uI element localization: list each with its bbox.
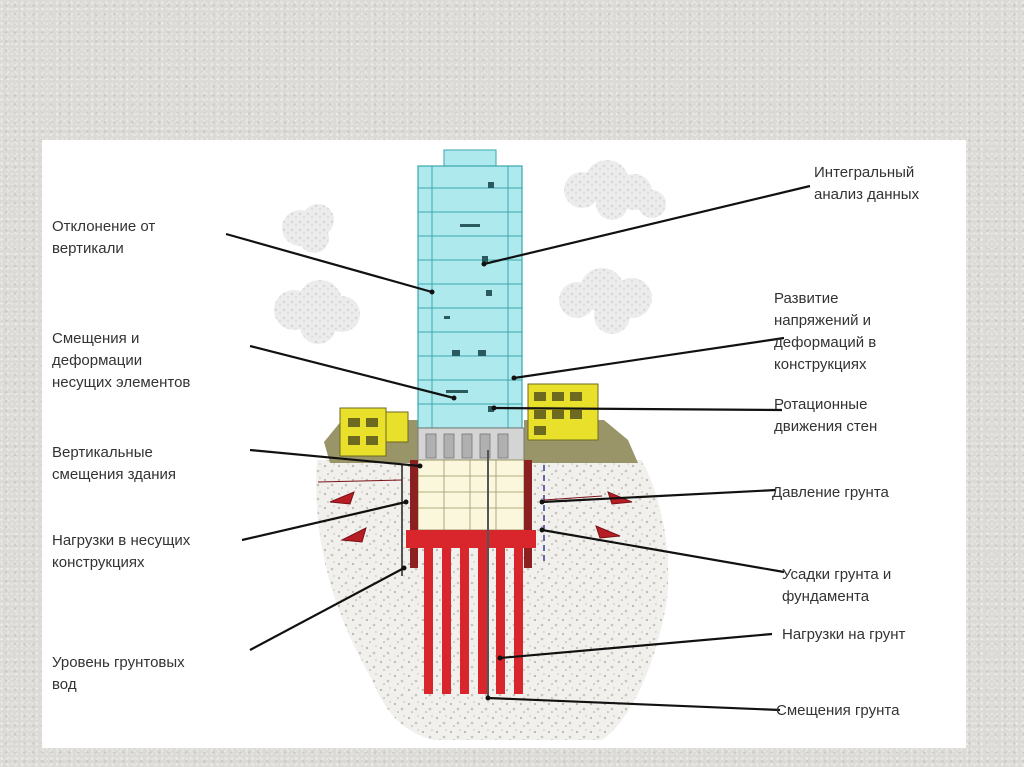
slide: Отклонение от вертикали Смещения и дефор… xyxy=(42,140,966,748)
foundation-slab xyxy=(406,530,536,548)
label-settlements: Усадки грунта и фундамента xyxy=(782,564,891,608)
tree-left-top-icon xyxy=(282,204,334,253)
retaining-wall-left xyxy=(410,460,418,568)
tree-right-top-icon xyxy=(564,160,666,220)
label-groundwater-level: Уровень грунтовых вод xyxy=(52,652,185,696)
label-structural-loads: Нагрузки в несущих конструкциях xyxy=(52,530,190,574)
label-vertical-deviation: Отклонение от вертикали xyxy=(52,216,155,260)
label-earth-pressure: Давление грунта xyxy=(772,482,889,504)
label-element-displacements: Смещения и деформации несущих элементов xyxy=(52,328,190,394)
label-integral-analysis: Интегральный анализ данных xyxy=(814,162,919,206)
tree-left-bottom-icon xyxy=(274,280,360,344)
label-stress-development: Развитие напряжений и деформаций в конст… xyxy=(774,288,876,376)
label-vertical-building-displacements: Вертикальные смещения здания xyxy=(52,442,176,486)
house-right xyxy=(528,384,598,440)
label-wall-rotations: Ротационные движения стен xyxy=(774,394,877,438)
basement xyxy=(418,428,524,530)
label-ground-displacements: Смещения грунта xyxy=(776,700,899,722)
retaining-wall-right xyxy=(524,460,532,568)
label-ground-loads: Нагрузки на грунт xyxy=(782,624,905,646)
tower xyxy=(418,150,522,428)
tree-right-bottom-icon xyxy=(559,268,652,334)
